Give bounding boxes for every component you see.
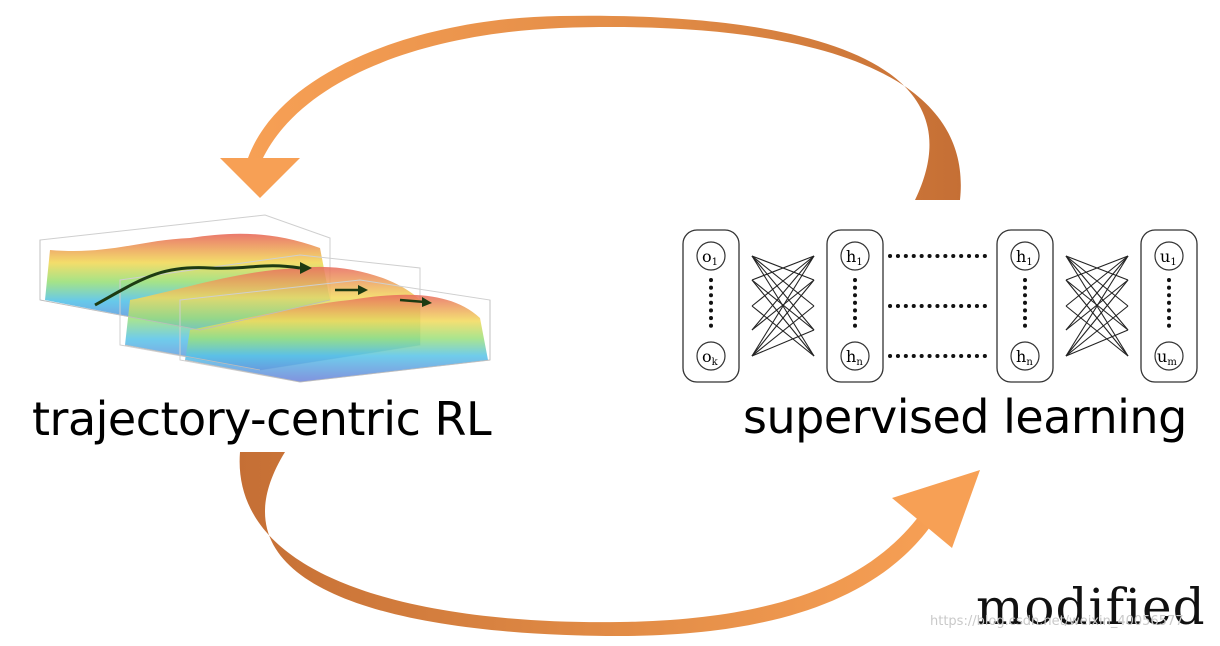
hidden2-node-top-label: h1 [1016,247,1033,268]
input-node-top-label: o1 [702,247,718,268]
hidden-layer-box-1 [826,229,884,383]
output-layer-box [1140,229,1198,383]
arrow-bottom [239,452,980,636]
trajectory-surface-plot [39,214,491,383]
modified-stamp: modified [976,578,1206,636]
hidden1-node-bottom-label: hn [846,347,863,368]
left-label: trajectory-centric RL [32,392,492,446]
hidden1-node-top-label: h1 [846,247,863,268]
input-layer-box [682,229,740,383]
neural-network-diagram: o1 ok h1 hn h1 hn u1 um [682,229,1198,383]
hidden2-node-bottom-label: hn [1016,347,1033,368]
input-node-bottom-label: ok [702,347,719,368]
right-label: supervised learning [743,390,1187,444]
output-node-bottom-label: um [1157,347,1177,368]
watermark: https://blog.csdn.net/weixin_40056577 [930,614,1184,629]
arrow-top [220,15,961,201]
output-node-top-label: u1 [1160,247,1177,268]
hidden-layer-box-2 [996,229,1054,383]
